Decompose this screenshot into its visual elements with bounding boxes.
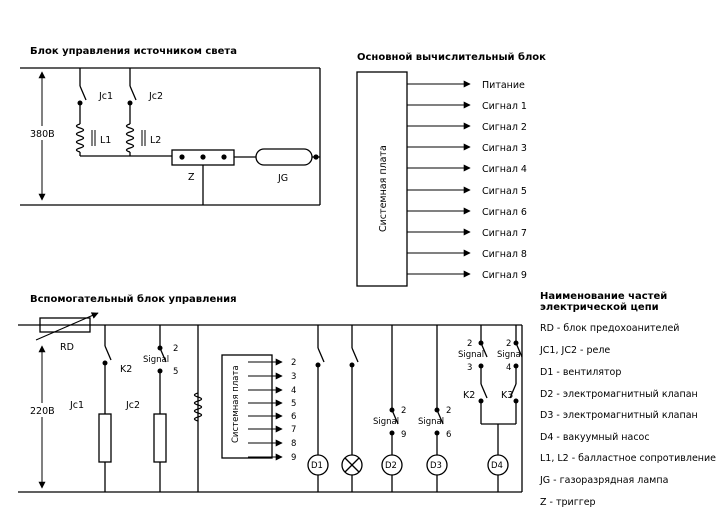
fuse-rd-label: RD (60, 342, 74, 353)
output-signal-7-label: Сигнал 7 (482, 228, 527, 239)
pin-9-label: 9 (291, 453, 296, 463)
voltage-380-label: 380В (30, 129, 55, 140)
d3-signal-label: Signal (418, 417, 444, 427)
output-signal-9-label: Сигнал 9 (482, 270, 527, 281)
legend-item-d1: D1 - вентилятор (540, 367, 621, 378)
valve-d2-branch (381, 325, 403, 492)
pin-4-label: 4 (291, 386, 296, 396)
d2-terminal-bottom: 9 (401, 430, 406, 440)
relay-k2-label-left: K2 (120, 364, 132, 375)
pin-2-label: 2 (291, 358, 296, 368)
output-signal-4-label: Сигнал 4 (482, 164, 527, 175)
pin-7-label: 7 (291, 425, 296, 435)
legend-title-line-2: электрической цепи (540, 302, 659, 313)
legend-item-d4: D4 - вакуумный насос (540, 432, 650, 443)
relay-jc1-label: Jc1 (98, 91, 113, 102)
legend-item-d2: D2 - электромагнитный клапан (540, 389, 698, 400)
voltage-220-label: 220В (30, 406, 55, 417)
legend-item-jc: JC1, JC2 - реле (539, 345, 610, 356)
output-signal-6-label: Сигнал 6 (482, 207, 527, 218)
relay-jc2-switch (127, 68, 137, 124)
ballast-l2-coil (125, 123, 146, 156)
device-d4-label: D4 (491, 461, 503, 471)
fan-d1-branch (307, 325, 329, 492)
indicator-lamp-branch (341, 325, 363, 492)
relay-k3-label: K3 (501, 390, 513, 401)
output-signal-5-label: Сигнал 5 (482, 186, 527, 197)
ballast-l1-coil (75, 123, 96, 156)
relay-jc1-switch (77, 68, 87, 124)
device-d3-label: D3 (430, 461, 442, 471)
ballast-l2-label: L2 (150, 135, 161, 146)
relay-jc2-branch (153, 325, 167, 492)
lamp-jg-label: JG (277, 173, 288, 184)
output-signal-3-label: Сигнал 3 (482, 143, 527, 154)
jc2-terminal-top: 2 (173, 344, 178, 354)
legend-item-l: L1, L2 - балластное сопротивление (540, 453, 716, 464)
relay-jc2-coil (153, 413, 167, 463)
aux-board-pins: 2 3 4 5 6 7 8 9 (248, 358, 296, 463)
d2-signal-label: Signal (373, 417, 399, 427)
discharge-lamp-jg (255, 148, 313, 166)
relay-k2-switch-jc1-branch (98, 325, 112, 492)
trigger-z-label: Z (188, 172, 195, 183)
light-source-circuit: 380В Jc1 L1 Jc2 L2 (20, 67, 321, 206)
main-system-board: Системная плата (356, 71, 408, 287)
aux-control-block-heading: Вспомогательный блок управления (30, 293, 237, 305)
light-source-block-heading: Блок управления источником света (30, 46, 237, 57)
relay-jc1-coil (98, 413, 112, 463)
relay-k2-label-right: K2 (463, 390, 475, 401)
legend-item-z: Z - триггер (540, 497, 596, 508)
aux-inductor-coil (193, 392, 203, 422)
output-signal-2-label: Сигнал 2 (482, 122, 527, 133)
pin-8-label: 8 (291, 439, 296, 449)
legend-item-jg: JG - газоразрядная лампа (539, 475, 668, 486)
valve-d3-branch (426, 325, 448, 492)
legend-item-rd: RD - блок предохоанителей (540, 323, 679, 334)
legend-item-d3: D3 - электромагнитный клапан (540, 410, 698, 421)
aux-control-circuit: RD 220В K2 Jc1 2 Signal 5 Jc2 (18, 312, 523, 493)
pin-6-label: 6 (291, 412, 296, 422)
vacuum-pump-d4-branch (478, 325, 523, 492)
k3-signal-label: Signal (497, 350, 523, 360)
k3-terminal-top: 2 (506, 339, 511, 349)
k2-terminal-top: 2 (467, 339, 472, 349)
output-signal-8-label: Сигнал 8 (482, 249, 527, 260)
jc2-signal-label: Signal (143, 355, 169, 365)
aux-board-label: Системная плата (231, 365, 241, 443)
ballast-l1-label: L1 (100, 135, 111, 146)
k3-terminal-bottom: 4 (506, 363, 511, 373)
pin-5-label: 5 (291, 399, 296, 409)
relay-jc2-coil-label: Jc2 (125, 400, 140, 411)
main-compute-block-heading: Основной вычислительный блок (357, 51, 546, 63)
main-board-label: Системная плата (378, 145, 389, 232)
legend: Наименование частей электрической цепи R… (539, 291, 716, 508)
aux-system-board (221, 354, 273, 459)
k2-signal-label: Signal (458, 350, 484, 360)
output-power-label: Питание (482, 80, 525, 91)
jc2-terminal-bottom: 5 (173, 367, 178, 377)
d2-terminal-top: 2 (401, 406, 406, 416)
device-d1-label: D1 (311, 461, 323, 471)
main-board-outputs: Питание Сигнал 1 Сигнал 2 Сигнал 3 Сигна… (407, 80, 527, 281)
output-signal-1-label: Сигнал 1 (482, 101, 527, 112)
k2-terminal-bottom: 3 (467, 363, 472, 373)
pin-3-label: 3 (291, 372, 296, 382)
fuse-rd (39, 317, 91, 333)
relay-jc1-coil-label: Jc1 (69, 400, 84, 411)
relay-jc2-label: Jc2 (148, 91, 163, 102)
d3-terminal-bottom: 6 (446, 430, 451, 440)
legend-title-line-1: Наименование частей (540, 291, 667, 302)
d3-terminal-top: 2 (446, 406, 451, 416)
device-d2-label: D2 (385, 461, 397, 471)
